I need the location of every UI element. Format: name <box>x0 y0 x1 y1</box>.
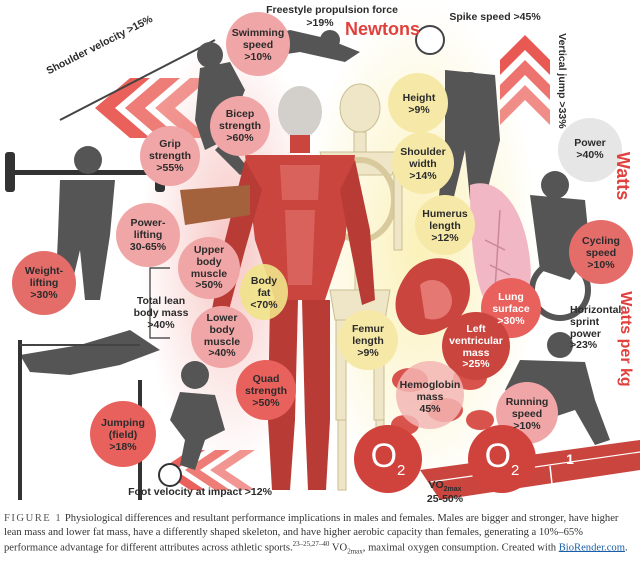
athlete-silhouettes <box>5 25 610 500</box>
label-circles <box>12 12 633 493</box>
foot-velocity-label: Foot velocity at impact >12% <box>128 486 272 498</box>
weightlifting-label: Weight-lifting>30% <box>24 265 64 301</box>
spike-speed-label: Spike speed >45% <box>449 11 541 23</box>
figure-illustration: Newtons Watts Watts per kg O2 O2 1 Frees… <box>5 0 640 505</box>
vo2max-label: VO2max 25-50% <box>426 479 464 505</box>
caption-refs: 23–25,27–40 <box>292 539 330 548</box>
figure-number: FIGURE 1 <box>4 513 63 524</box>
caption-rest: , maximal oxygen consumption. Created wi… <box>362 542 557 554</box>
heart <box>395 258 470 335</box>
jumping-field-label: Jumping(field)>18% <box>101 417 145 453</box>
o2-right: O2 <box>484 437 520 479</box>
caption-text: Physiological differences and resultant … <box>4 513 619 554</box>
figure-caption: FIGURE 1 Physiological differences and r… <box>4 512 636 557</box>
chevrons-vertical-jump <box>500 35 550 125</box>
biorender-link[interactable]: BioRender.com <box>558 542 625 554</box>
power-label: Power>40% <box>574 137 606 161</box>
newtons-label: Newtons <box>345 19 421 39</box>
freestyle-label: Freestyle propulsion force <box>266 4 398 16</box>
caption-vo2-sub: 2max <box>347 547 363 556</box>
vertical-jump-label: Vertical jump >33% <box>555 33 568 129</box>
track-lane-number: 1 <box>566 451 574 467</box>
freestyle-value: >19% <box>306 17 334 29</box>
lean-mass-bracket <box>149 267 170 339</box>
caption-vo2: VO <box>331 542 348 554</box>
figure-artwork <box>5 0 640 500</box>
caption-end: . <box>624 542 628 554</box>
height-label: Height>9% <box>402 92 436 116</box>
o2-left: O2 <box>370 437 406 479</box>
chevrons-top-left <box>95 78 210 138</box>
